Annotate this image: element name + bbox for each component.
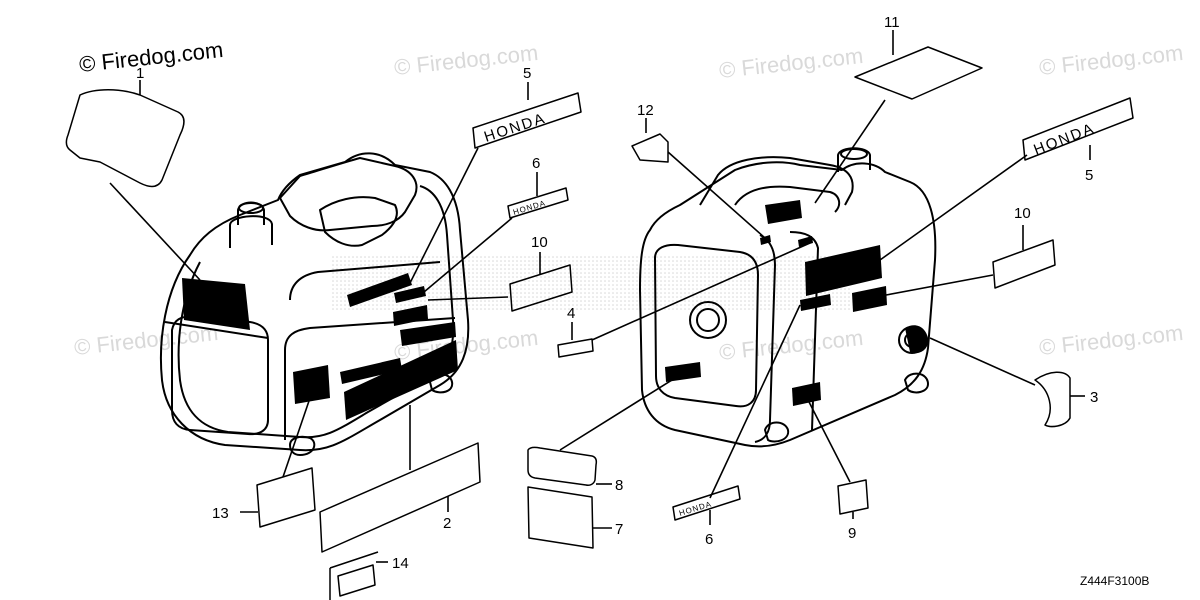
callout-7: 7 xyxy=(615,521,623,538)
part-10b-shape xyxy=(992,239,1056,289)
callout-13: 13 xyxy=(212,505,229,522)
part-14-backing xyxy=(329,551,379,569)
watermark-main: © Firedog.com xyxy=(78,37,224,77)
part-1-shape xyxy=(65,89,185,188)
callout-6-right: 6 xyxy=(705,531,713,548)
part-6a-shape xyxy=(507,187,569,219)
part-5b-shape xyxy=(1022,97,1134,161)
callout-8: 8 xyxy=(615,477,623,494)
watermark-faint: © Firedog.com xyxy=(73,320,219,360)
callout-5-left: 5 xyxy=(523,65,531,82)
honda-text-5b: HONDA xyxy=(1031,120,1097,159)
honda-text-6a: HONDA xyxy=(512,198,547,217)
generator-right-decals xyxy=(665,200,929,406)
watermark-faint: © Firedog.com xyxy=(718,43,864,83)
part-14-shape xyxy=(337,564,376,597)
generator-left-decals xyxy=(182,273,458,420)
part-2-shape xyxy=(319,442,481,553)
callout-12: 12 xyxy=(637,102,654,119)
leader-lines xyxy=(109,30,1091,563)
part-9-shape xyxy=(837,479,869,515)
part-6b-shape xyxy=(672,485,741,521)
callout-4: 4 xyxy=(567,305,575,322)
callout-2: 2 xyxy=(443,515,451,532)
diagram-code: Z444F3100B xyxy=(1080,574,1149,588)
part-7-shape xyxy=(527,486,594,549)
callout-14: 14 xyxy=(392,555,409,572)
callout-numbers: 1 2 3 4 5 5 6 6 7 8 9 10 10 11 12 13 14 xyxy=(136,14,1098,572)
watermark-faint: © Firedog.com xyxy=(718,325,864,365)
part-10a-shape xyxy=(509,264,573,312)
watermark-faint: © Firedog.com xyxy=(1038,40,1184,80)
part-11-shape xyxy=(854,46,983,100)
callout-11: 11 xyxy=(884,14,900,31)
callout-5-right: 5 xyxy=(1085,167,1093,184)
callout-10-left: 10 xyxy=(531,234,548,251)
honda-text-6b: HONDA xyxy=(678,499,713,518)
callout-10-right: 10 xyxy=(1014,205,1031,222)
watermark-faint: © Firedog.com xyxy=(1038,320,1184,360)
part-12-shape xyxy=(631,133,669,163)
callout-1: 1 xyxy=(136,65,144,82)
part-5a-shape xyxy=(472,92,582,149)
honda-text-5a: HONDA xyxy=(482,110,548,146)
generator-left xyxy=(159,152,470,456)
generator-right xyxy=(639,147,937,448)
part-8-shape xyxy=(527,446,598,486)
callout-3: 3 xyxy=(1090,389,1098,406)
part-13-shape xyxy=(256,467,316,528)
watermark-faint: © Firedog.com xyxy=(393,40,539,80)
part-4-shape xyxy=(557,338,594,358)
callout-6-left: 6 xyxy=(532,155,540,172)
part-3-shape xyxy=(1034,371,1071,428)
part-labels xyxy=(65,46,1134,600)
callout-9: 9 xyxy=(848,525,856,542)
